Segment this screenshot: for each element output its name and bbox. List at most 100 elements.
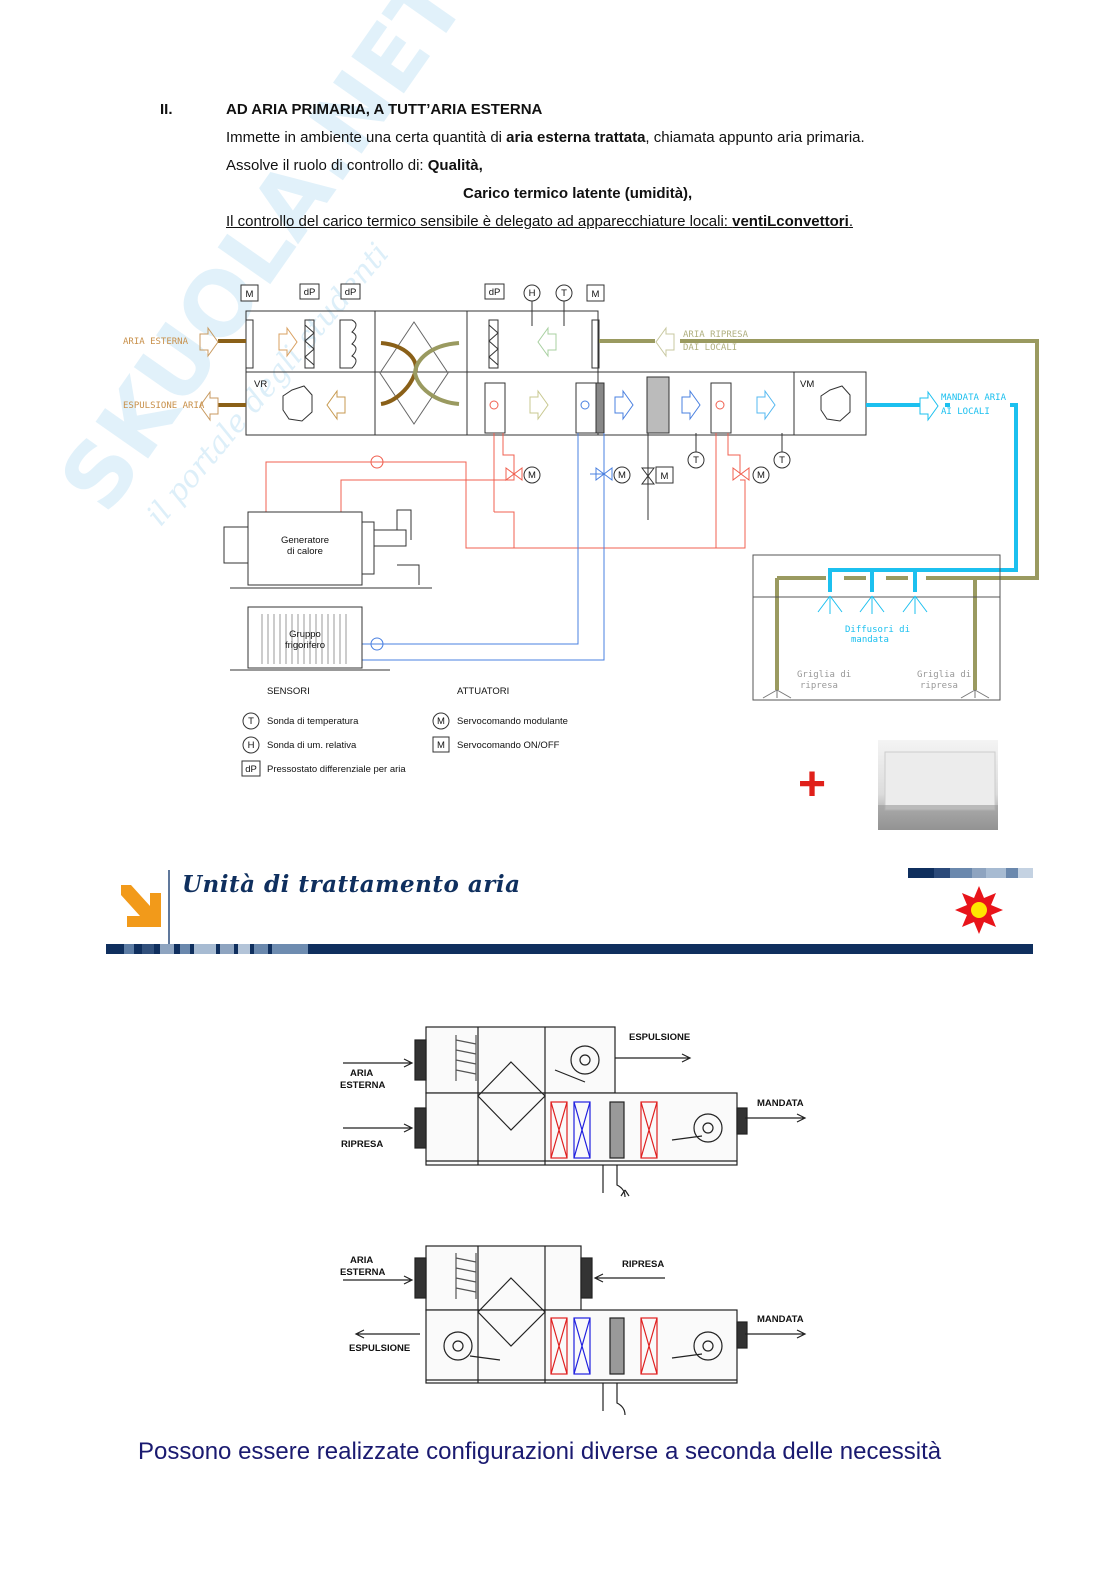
arrow-icon <box>756 389 776 421</box>
valve-actuator-symbol: M <box>661 471 669 482</box>
label-griglia-1: Griglia di <box>797 670 851 680</box>
slide-title: Unità di trattamento aria <box>182 871 521 898</box>
text: . <box>848 213 853 230</box>
label-diffusori: Diffusori di <box>845 625 910 635</box>
paragraph-line-4: Il controllo del carico termico sensibil… <box>226 213 853 230</box>
cooling-coil <box>575 382 597 434</box>
damper-actuator-symbol: M <box>592 289 600 300</box>
primary-air-system-diagram <box>199 300 1039 701</box>
text: Assolve il ruolo di controllo di: <box>226 157 428 174</box>
outdoor-air-arrow <box>199 326 219 358</box>
supply-fan-icon <box>820 385 851 422</box>
label-aria: ARIA <box>350 1255 373 1266</box>
legend-item: Sonda di temperatura <box>267 716 359 727</box>
label-ai-locali: AI LOCALI <box>941 407 990 417</box>
section-number: II. <box>160 101 173 118</box>
bag-filter-icon <box>339 319 357 369</box>
text: Il controllo del carico termico sensibil… <box>226 213 733 230</box>
label-esterna: ESTERNA <box>340 1267 386 1278</box>
bold-text: aria esterna trattata <box>506 129 646 146</box>
bold-text: ventiLconvettori <box>732 213 849 230</box>
chilled-water-piping <box>362 433 605 661</box>
text: , chiamata appunto aria primaria. <box>645 129 865 146</box>
diffusers <box>817 595 928 614</box>
legend: SENSORI ATTUATORI T H dP M M Sonda di te… <box>241 686 568 777</box>
return-duct <box>599 339 1039 580</box>
dp-symbol: dP <box>489 287 501 298</box>
legend-symbol: T <box>248 716 254 727</box>
paragraph-line-2: Assolve il ruolo di controllo di: Qualit… <box>226 157 483 174</box>
label-mandata: mandata <box>851 635 889 645</box>
paragraph-line-3: Carico termico latente (umidità), <box>463 185 693 202</box>
filter-icon <box>488 319 499 369</box>
exhaust-air-arrow <box>199 390 219 422</box>
arrow-icon <box>614 389 634 421</box>
caption: Possono essere realizzate configurazioni… <box>138 1438 942 1465</box>
room <box>752 554 1001 701</box>
label-gruppo: Gruppo <box>289 629 321 640</box>
heat-recovery-icon <box>379 321 449 425</box>
label-vm: VM <box>800 379 814 390</box>
filter-icon <box>304 319 315 369</box>
legend-symbol: M <box>437 716 445 727</box>
plus-sign: + <box>798 758 826 811</box>
label-aria-ripresa: ARIA RIPRESA <box>683 330 749 340</box>
legend-item: Servocomando modulante <box>457 716 568 727</box>
label-di-calore: di calore <box>287 546 323 557</box>
label-ripresa: RIPRESA <box>341 1139 383 1150</box>
supply-air-arrow <box>919 390 939 422</box>
legend-item: Servocomando ON/OFF <box>457 740 560 751</box>
arrow-icon <box>326 389 346 421</box>
damper-actuator-symbol: M <box>246 289 254 300</box>
valve-icons <box>505 433 750 520</box>
legend-symbol: dP <box>245 764 257 775</box>
return-air-arrow <box>655 326 675 358</box>
damper-icon <box>591 319 600 369</box>
label-generatore: Generatore <box>281 535 329 546</box>
label-espulsione: ESPULSIONE <box>629 1032 690 1043</box>
label-ripresa-1: ripresa <box>800 681 838 691</box>
valve-actuator-symbol: M <box>618 470 626 481</box>
label-griglia-2: Griglia di <box>917 670 971 680</box>
legend-symbol: H <box>248 740 255 751</box>
return-fan-icon <box>282 385 313 422</box>
label-mandata: MANDATA <box>757 1314 804 1325</box>
humidifier <box>646 376 670 434</box>
label-vr: VR <box>254 379 267 390</box>
label-espulsione-aria: ESPULSIONE ARIA <box>123 401 205 411</box>
legend-item: Pressostato differenziale per aria <box>267 764 406 775</box>
label-ripresa-2: ripresa <box>920 681 958 691</box>
instrument-symbols <box>240 283 791 484</box>
valve-actuator-symbol: M <box>528 470 536 481</box>
text: Immette in ambiente una certa quantità d… <box>226 129 507 146</box>
label-frigorifero: frigorifero <box>285 640 325 651</box>
label-mandata: MANDATA <box>757 1098 804 1109</box>
label-espulsione: ESPULSIONE <box>349 1343 410 1354</box>
legend-sensors-title: SENSORI <box>267 686 310 697</box>
label-aria: ARIA <box>350 1068 373 1079</box>
supply-duct <box>828 403 1018 592</box>
fan-coil-image <box>878 740 998 830</box>
paragraph-line-1: Immette in ambiente una certa quantità d… <box>226 129 865 146</box>
label-mandata-aria: MANDATA ARIA <box>941 393 1007 403</box>
dp-symbol: dP <box>345 287 357 298</box>
temperature-sensor-symbol: T <box>779 455 785 466</box>
legend-item: Sonda di um. relativa <box>267 740 357 751</box>
ahu-configuration-1 <box>343 1026 807 1198</box>
label-esterna: ESTERNA <box>340 1080 386 1091</box>
valve-actuator-symbol: M <box>757 470 765 481</box>
section-heading: AD ARIA PRIMARIA, A TUTT’ARIA ESTERNA <box>226 101 543 118</box>
arrow-icon <box>537 326 557 358</box>
return-grilles <box>762 689 990 699</box>
hot-water-piping <box>265 433 746 549</box>
temperature-sensor-symbol: T <box>693 455 699 466</box>
orange-arrow-logo <box>121 885 161 927</box>
reheat-coil <box>710 382 732 434</box>
preheat-coil <box>484 382 506 434</box>
dp-symbol: dP <box>304 287 316 298</box>
arrow-icon <box>681 389 701 421</box>
damper-icon <box>245 319 254 369</box>
temperature-sensor-symbol: T <box>561 288 567 299</box>
